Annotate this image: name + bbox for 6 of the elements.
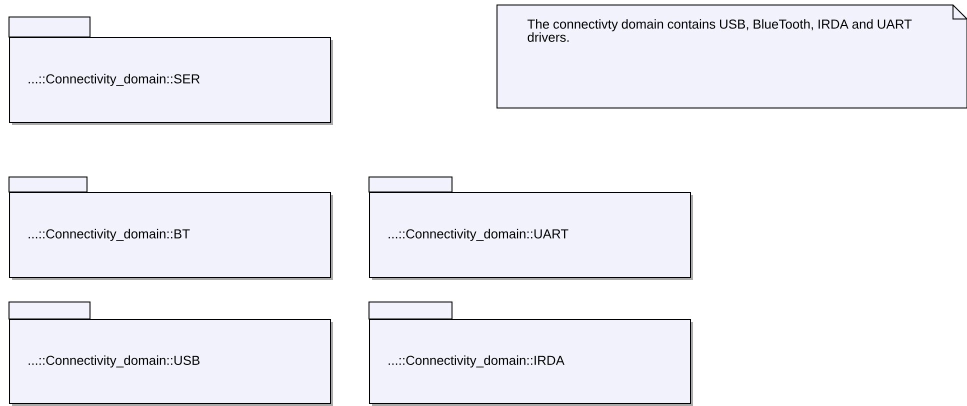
package-box: ...::Connectivity_domain::USB <box>8 301 333 406</box>
package-box: ...::Connectivity_domain::IRDA <box>368 301 693 406</box>
package-box: ...::Connectivity_domain::UART <box>368 176 693 280</box>
package-box: ...::Connectivity_domain::SER <box>8 16 333 125</box>
package-box: ...::Connectivity_domain::BT <box>8 176 333 280</box>
note-box: The connectivty domain contains USB, BlueTooth, IRDA and UART drivers. <box>496 4 967 108</box>
